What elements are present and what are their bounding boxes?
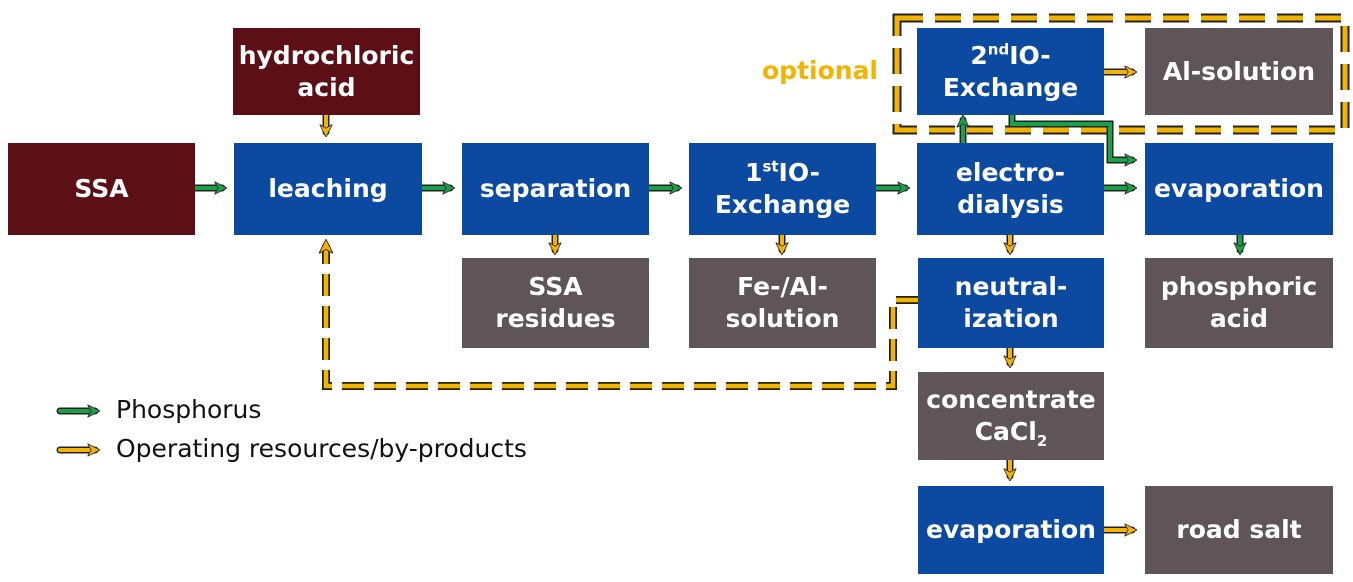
node-leaching-label: leaching (268, 174, 388, 203)
legend-phosphorus-label: Phosphorus (116, 395, 262, 424)
node-first-io-exchange-line2: Exchange (714, 190, 851, 219)
node-neutralization-line2: ization (963, 304, 1059, 333)
node-ssa: SSA (8, 143, 195, 235)
concentrate-formula-base: CaCl (974, 417, 1037, 446)
node-second-io-exchange-line2: Exchange (942, 72, 1079, 102)
second-io-num: 2 (970, 40, 988, 70)
node-second-io-exchange: 2ndIO- Exchange (917, 28, 1104, 115)
node-leaching: leaching (234, 143, 422, 235)
recycle-loop (326, 245, 918, 389)
node-first-io-exchange-line1: 1stIO- (745, 157, 820, 189)
node-phosphoric-acid-line2: acid (1209, 304, 1269, 333)
node-concentrate-cacl2: concentrate CaCl2 (918, 372, 1104, 460)
node-al-solution: Al-solution (1145, 28, 1333, 115)
node-neutralization: neutral- ization (918, 258, 1104, 348)
second-io-sup: nd (987, 40, 1010, 59)
node-fe-al-solution: Fe-/Al- solution (689, 258, 876, 348)
node-evaporation-bottom-label: evaporation (926, 515, 1096, 544)
node-ssa-residues-line2: residues (495, 304, 616, 333)
node-road-salt-label: road salt (1176, 515, 1302, 544)
resource-arrows (326, 72, 1132, 530)
node-electrodialysis-line1: electro- (955, 158, 1066, 187)
node-concentrate-line2: CaCl2 (974, 416, 1048, 450)
legend-resources-label: Operating resources/by-products (116, 434, 527, 463)
first-io-sup: st (762, 157, 779, 176)
node-hydrochloric-acid-line1: hydrochloric (238, 40, 415, 70)
node-second-io-exchange-line1: 2ndIO- (970, 40, 1050, 72)
node-evaporation-top-label: evaporation (1154, 174, 1324, 203)
node-ssa-residues-line1: SSA (528, 272, 583, 301)
node-ssa-residues: SSA residues (462, 258, 649, 348)
node-neutralization-line1: neutral- (954, 272, 1068, 301)
second-io-rest: IO- (1009, 40, 1051, 70)
node-al-solution-label: Al-solution (1162, 56, 1316, 86)
phosphorus-arrows (191, 111, 1240, 250)
first-io-rest: IO- (778, 158, 820, 187)
node-phosphoric-acid: phosphoric acid (1145, 258, 1333, 348)
node-ssa-label: SSA (74, 174, 129, 203)
first-io-num: 1 (745, 158, 763, 187)
node-separation-label: separation (479, 174, 632, 203)
node-phosphoric-acid-line1: phosphoric (1160, 272, 1318, 301)
node-fe-al-solution-line2: solution (725, 304, 840, 333)
optional-region-border-fill (894, 15, 1348, 133)
node-evaporation-top: evaporation (1145, 143, 1333, 235)
node-evaporation-bottom: evaporation (918, 486, 1104, 574)
node-fe-al-solution-line1: Fe-/Al- (737, 272, 828, 301)
node-road-salt: road salt (1145, 486, 1333, 574)
node-electrodialysis-line2: dialysis (957, 190, 1064, 219)
node-separation: separation (462, 143, 649, 235)
node-concentrate-line1: concentrate (926, 385, 1096, 414)
node-hydrochloric-acid: hydrochloric acid (233, 28, 420, 115)
concentrate-formula-sub: 2 (1036, 432, 1048, 450)
node-electrodialysis: electro- dialysis (917, 143, 1104, 235)
legend-arrows (56, 411, 95, 450)
node-first-io-exchange: 1stIO- Exchange (689, 143, 876, 235)
optional-label: optional (762, 56, 879, 85)
node-hydrochloric-acid-line2: acid (297, 72, 356, 102)
